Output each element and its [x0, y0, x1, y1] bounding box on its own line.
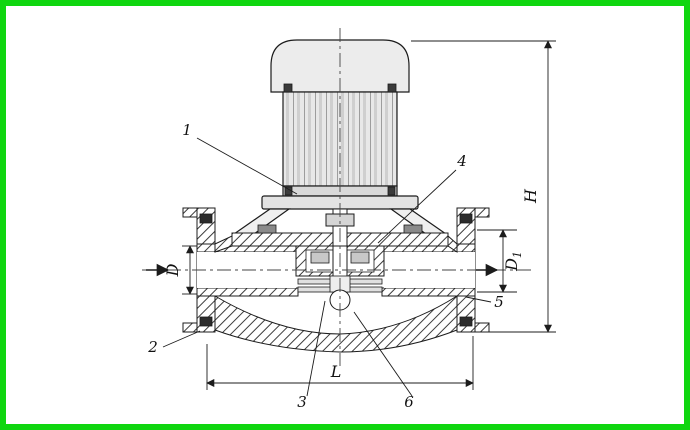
- volute-bottom: [214, 295, 458, 353]
- casing-shoulder-right: [447, 234, 458, 253]
- right-flange-tab-top: [474, 207, 490, 218]
- discharge-pipe-bottom-wall: [381, 287, 476, 297]
- part-label-1: 1: [182, 121, 192, 139]
- part-label-5: 5: [494, 293, 504, 311]
- motor-bolt-top-left: [283, 83, 293, 93]
- part-label-2: 2: [147, 338, 158, 356]
- top-plate-lug-right: [403, 224, 423, 234]
- dim-label-h: H: [521, 188, 540, 204]
- seal-gland-left: [310, 251, 330, 264]
- left-flange-bolt-bottom: [199, 316, 213, 327]
- leader-part-2: [162, 330, 201, 348]
- left-flange-tab-bottom: [182, 322, 198, 333]
- part-labels: 1 2 3 4 5 6: [147, 121, 504, 411]
- centerlines: [142, 28, 534, 366]
- right-flange-bolt-bottom: [459, 316, 473, 327]
- leader-part-5: [465, 296, 492, 303]
- part-label-3: 3: [297, 393, 307, 411]
- top-plate-lug-left: [257, 224, 277, 234]
- dimensions: [182, 40, 556, 390]
- part-leader-lines: [162, 137, 492, 397]
- leader-part-4: [377, 169, 457, 244]
- seal-gland-right: [350, 251, 370, 264]
- right-flange-tab-bottom: [474, 322, 490, 333]
- motor-bolt-top-right: [387, 83, 397, 93]
- left-flange-tab-top: [182, 207, 198, 218]
- casing-shoulder-left: [214, 235, 233, 253]
- dimension-labels: H D D1 L: [163, 188, 540, 381]
- dim-label-d1: D1: [502, 251, 524, 272]
- dim-label-l: L: [330, 362, 342, 381]
- motor-bolt-bottom-right: [387, 186, 396, 196]
- left-flange-bolt-top: [199, 213, 213, 224]
- right-flange-bolt-top: [459, 213, 473, 224]
- part-label-4: 4: [456, 152, 467, 170]
- leader-part-1: [196, 137, 298, 195]
- suction-pipe-bottom-wall: [196, 287, 299, 297]
- leader-part-3: [306, 300, 326, 397]
- dim-label-d: D: [163, 263, 182, 277]
- part-label-6: 6: [404, 393, 414, 411]
- leader-part-6: [353, 311, 413, 397]
